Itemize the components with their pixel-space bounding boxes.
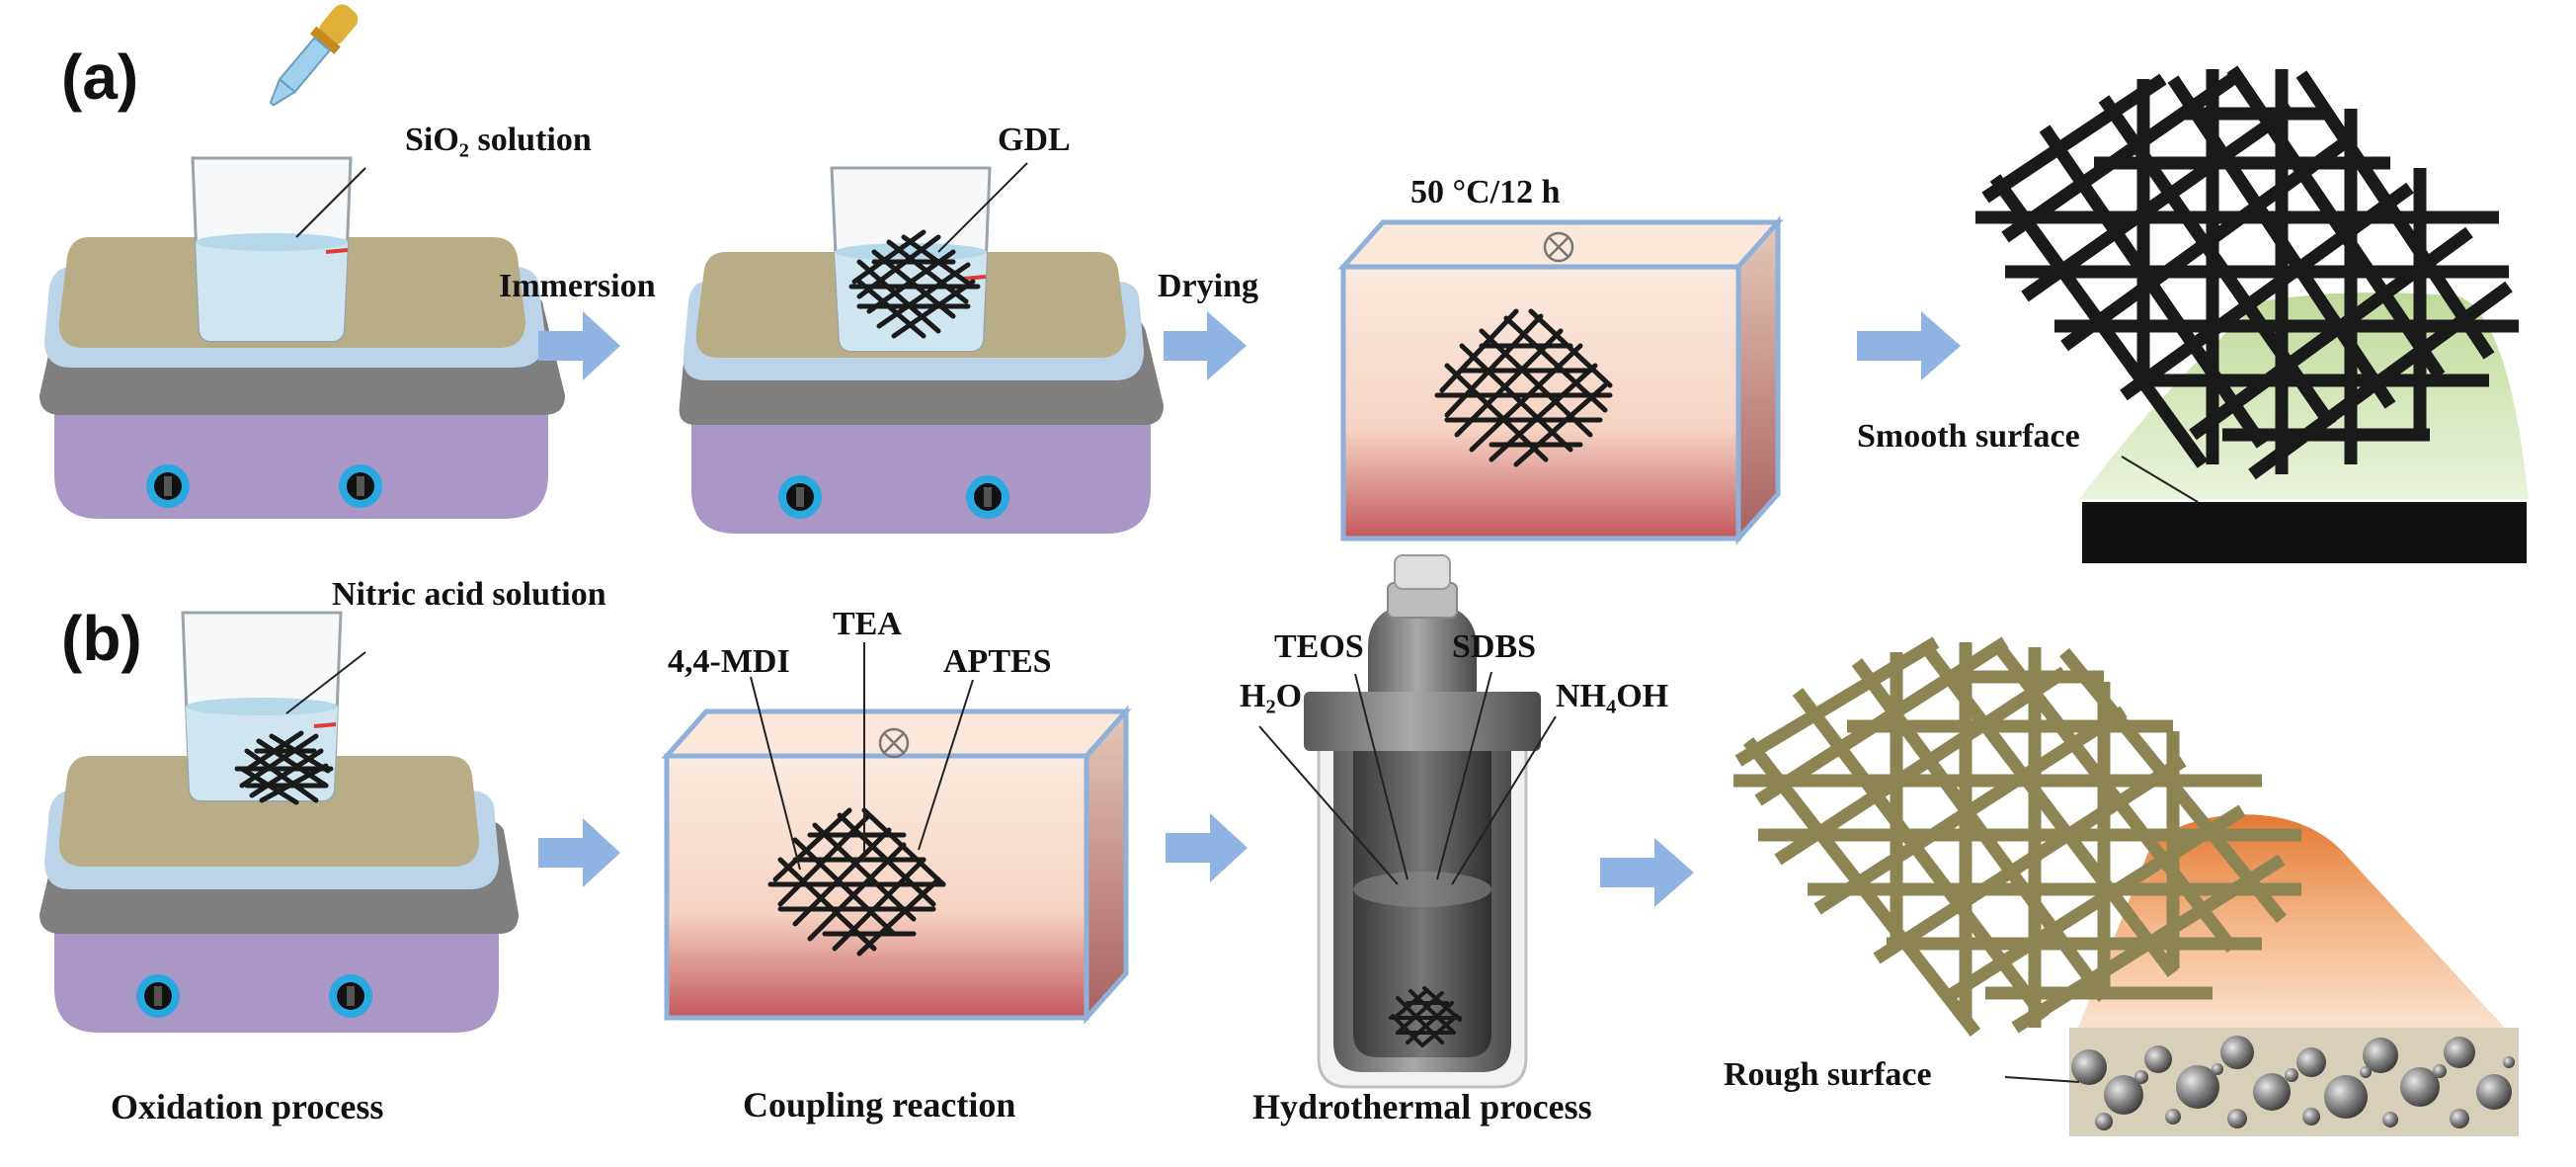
label-immersion: Immersion: [499, 268, 656, 304]
fiber-mesh-icon: [234, 730, 334, 805]
label-smooth-surface: Smooth surface: [1857, 418, 2080, 455]
leader-line: [295, 167, 366, 238]
label-tea: TEA: [833, 606, 902, 642]
hotplate-icon: [679, 252, 1164, 534]
oven-icon: [1337, 215, 1784, 545]
leader-line: [937, 162, 1028, 253]
leader-line: [285, 651, 366, 714]
caption-hydrothermal: Hydrothermal process: [1252, 1087, 1592, 1126]
label-drying: Drying: [1158, 268, 1258, 304]
leader-line: [1436, 671, 1492, 880]
fiber-mesh-icon: [1389, 986, 1462, 1047]
panel-label-b: (b): [61, 603, 142, 674]
fiber-mesh-icon: [1434, 308, 1613, 467]
label-gdl: GDL: [998, 122, 1071, 158]
label-sdbs: SDBS: [1452, 628, 1536, 665]
arrow-right-icon: [538, 311, 620, 380]
leader-line: [918, 679, 974, 851]
hotplate-icon: [40, 756, 519, 1033]
panel-label-a: (a): [61, 42, 138, 113]
label-mdi: 4,4-MDI: [668, 643, 790, 680]
caption-coupling: Coupling reaction: [743, 1085, 1015, 1125]
autoclave-icon: [1258, 554, 1557, 1089]
arrow-right-icon: [538, 818, 620, 887]
leader-line: [1451, 715, 1557, 885]
beaker-icon: [191, 156, 353, 343]
arrow-right-icon: [1166, 813, 1248, 882]
fiber-mesh-icon: [1975, 65, 2519, 480]
fiber-mesh-icon: [767, 807, 946, 957]
silica-particles: [2071, 1036, 2515, 1130]
leader-line: [1354, 673, 1409, 880]
label-sio2-solution: SiO₂ solution: [405, 122, 592, 158]
leader-line: [2121, 456, 2199, 503]
cross-circle-icon: [1543, 231, 1574, 263]
leader-line: [750, 676, 801, 871]
label-rough-surface: Rough surface: [1724, 1056, 1932, 1093]
smooth-surface-illustration: [1975, 65, 2529, 563]
leader-line: [2004, 1076, 2080, 1083]
label-condition: 50 °C/12 h: [1410, 174, 1561, 210]
arrow-right-icon: [1164, 311, 1247, 380]
arrow-right-icon: [1857, 311, 1961, 380]
rough-surface-illustration: [1733, 636, 2519, 1136]
substrate-bar: [2082, 502, 2527, 563]
fiber-mesh-icon: [1733, 636, 2301, 1037]
fiber-mesh-icon: [848, 229, 981, 339]
cross-circle-icon: [878, 727, 910, 759]
label-nitric-acid-solution: Nitric acid solution: [332, 576, 606, 613]
arrow-right-icon: [1600, 838, 1694, 907]
leader-line: [1258, 725, 1399, 885]
label-aptes: APTES: [943, 643, 1052, 680]
label-h2o: H₂O: [1240, 678, 1302, 714]
oven-icon: [661, 642, 1132, 1025]
dropper-icon: [269, 4, 359, 107]
label-nh4oh: NH₄OH: [1556, 678, 1668, 714]
caption-oxidation: Oxidation process: [111, 1087, 383, 1126]
label-teos: TEOS: [1274, 628, 1364, 665]
